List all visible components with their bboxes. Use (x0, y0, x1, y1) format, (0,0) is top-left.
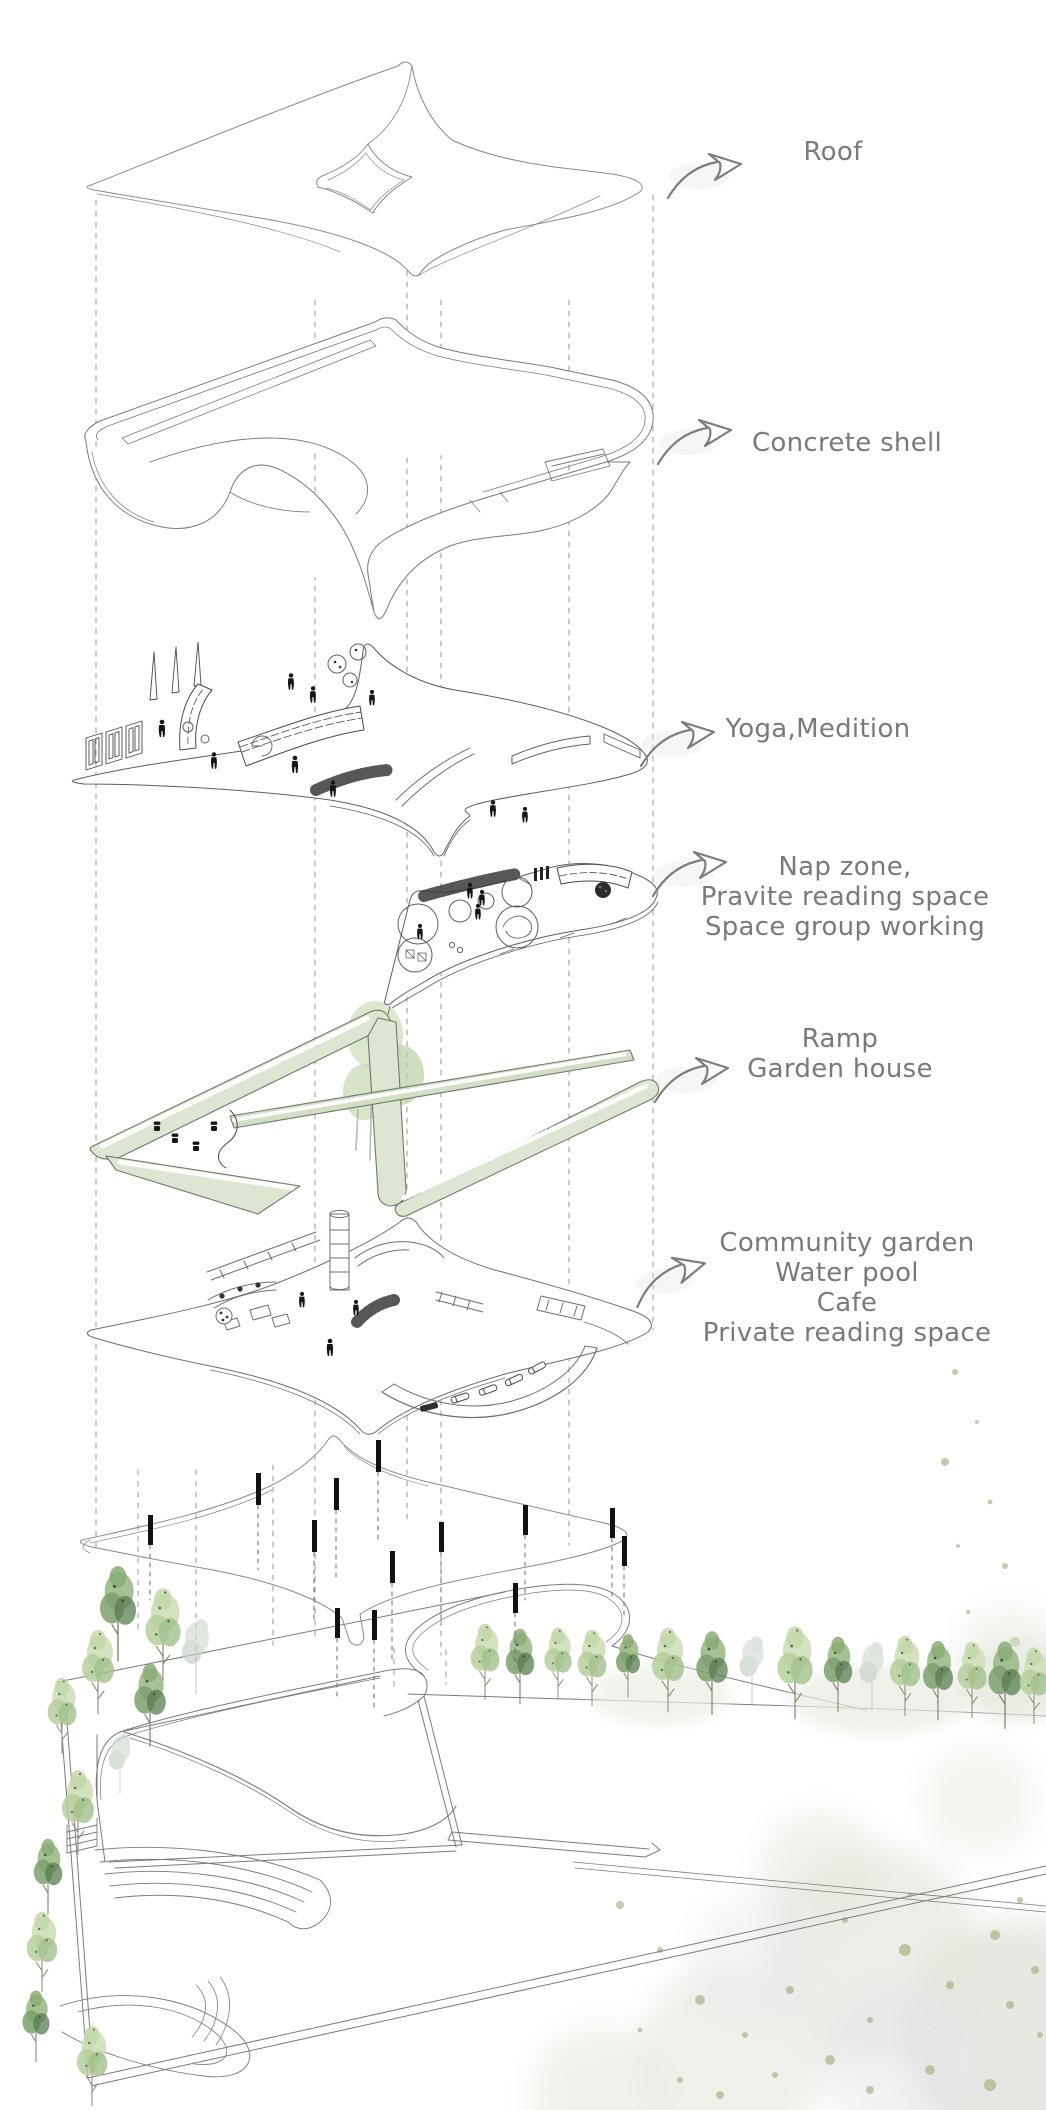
ground-site-layer-drawing (57, 1583, 1046, 2087)
label-roof: Roof (803, 137, 862, 167)
label-nap-line-3: Space group working (704, 912, 986, 942)
tree-row-left (22, 1565, 210, 2107)
roof-layer-drawing (86, 61, 643, 277)
concrete-shell-arrow-icon (656, 418, 733, 466)
community-arrow-icon (630, 1252, 711, 1309)
ramp-garden-layer-drawing (89, 1001, 660, 1217)
label-nap-zone: Nap zone, Pravite reading space Space gr… (701, 852, 990, 942)
yoga-arrow-icon (639, 720, 716, 768)
ramp-arrow-icon (653, 1056, 730, 1104)
spiral-column (329, 1209, 350, 1291)
label-concrete-shell: Concrete shell (752, 428, 942, 458)
label-community-line-4: Private reading space (702, 1318, 992, 1348)
label-yoga-meditation: Yoga,Medition (726, 714, 911, 744)
label-ramp-garden: Ramp Garden house (747, 1024, 933, 1084)
label-ramp-line-1: Ramp (801, 1024, 879, 1054)
label-concrete-shell-line: Concrete shell (751, 428, 943, 458)
label-nap-line-1: Nap zone, (778, 852, 912, 882)
yoga-meditation-layer-drawing (71, 641, 648, 857)
label-community-line-2: Water pool (775, 1258, 919, 1288)
label-community-line-3: Cafe (816, 1288, 878, 1318)
nap-zone-layer-drawing (384, 863, 659, 1015)
columns-level-drawing (79, 1435, 628, 1713)
label-roof-line: Roof (803, 137, 863, 167)
label-nap-line-2: Pravite reading space (700, 882, 990, 912)
label-community-garden: Community garden Water pool Cafe Private… (703, 1228, 992, 1348)
community-garden-layer-drawing (86, 1209, 652, 1435)
column-marks (148, 1440, 627, 1640)
watercolor-speckles (616, 1328, 1043, 2099)
roof-arrow-icon (666, 152, 743, 200)
label-yoga-line: Yoga,Medition (725, 714, 911, 744)
label-ramp-line-2: Garden house (747, 1054, 933, 1084)
label-community-line-1: Community garden (719, 1228, 975, 1258)
watercolor-wash (530, 1328, 1046, 2110)
concrete-shell-layer-drawing (84, 317, 654, 620)
tree-row-right (470, 1623, 1046, 1734)
